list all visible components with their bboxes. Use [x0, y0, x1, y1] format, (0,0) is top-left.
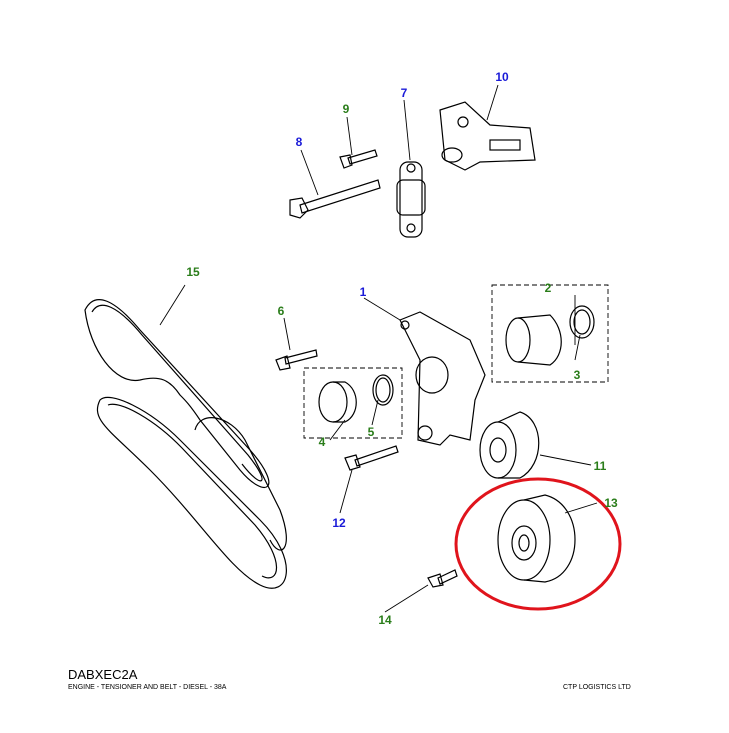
- tensioner-1: [399, 311, 486, 446]
- idler-pulley-11: [479, 411, 540, 479]
- leader-lines: [159, 84, 598, 613]
- callout-7[interactable]: 7: [400, 86, 408, 100]
- callout-14[interactable]: 14: [378, 613, 392, 627]
- callout-2[interactable]: 2: [544, 281, 552, 295]
- callout-4[interactable]: 4: [318, 435, 326, 449]
- callout-1[interactable]: 1: [359, 285, 367, 299]
- damper-7: [396, 161, 426, 238]
- diagram-code: DABXEC2A: [68, 667, 138, 682]
- callout-8[interactable]: 8: [295, 135, 303, 149]
- pulley-4: [318, 381, 357, 423]
- callout-9[interactable]: 9: [342, 102, 350, 116]
- callout-10[interactable]: 10: [495, 70, 509, 84]
- callout-6[interactable]: 6: [277, 304, 285, 318]
- callout-3[interactable]: 3: [573, 368, 581, 382]
- callout-15[interactable]: 15: [186, 265, 200, 279]
- callout-5[interactable]: 5: [367, 425, 375, 439]
- callout-13[interactable]: 13: [604, 496, 618, 510]
- adapter-2: [505, 314, 562, 366]
- diagram-title: ENGINE - TENSIONER AND BELT - DIESEL - 3…: [68, 684, 227, 691]
- bolt-14: [427, 569, 458, 588]
- seal-3: [569, 305, 595, 339]
- highlight-circle: [454, 477, 622, 611]
- kit-box-2: [491, 284, 609, 383]
- bolt-12: [344, 445, 399, 471]
- bolt-9: [339, 149, 378, 169]
- bracket-10: [439, 101, 536, 171]
- idler-pulley-13: [497, 494, 576, 583]
- callout-11[interactable]: 11: [593, 459, 607, 473]
- bolt-8: [289, 179, 381, 219]
- callout-12[interactable]: 12: [332, 516, 346, 530]
- belt-15: [84, 299, 287, 589]
- bolt-6: [275, 349, 318, 371]
- kit-box-4: [303, 367, 403, 439]
- seal-5: [372, 374, 394, 406]
- company-name: CTP LOGISTICS LTD: [563, 684, 631, 691]
